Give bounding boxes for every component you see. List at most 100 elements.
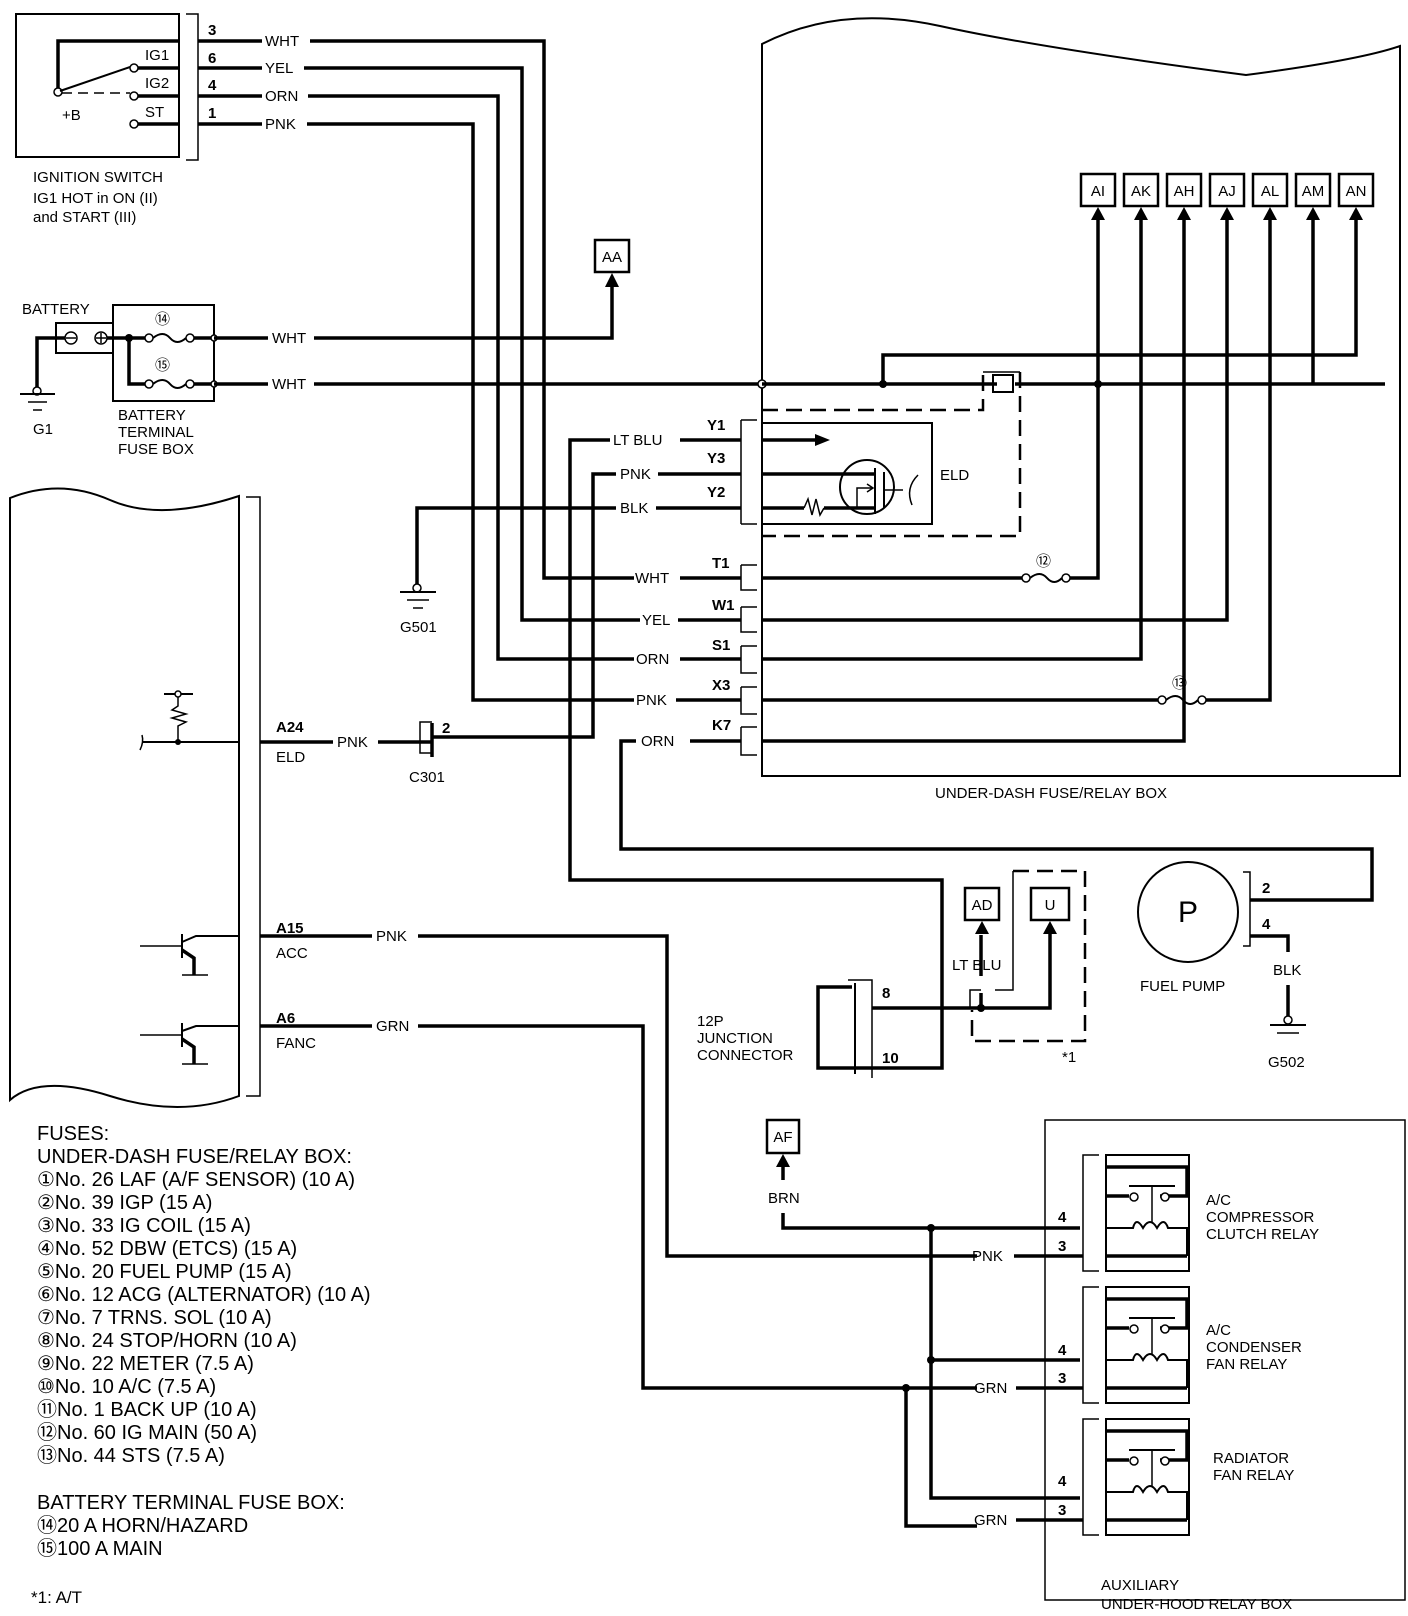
pin-4: 4	[208, 77, 217, 94]
diagram-rect	[1251, 172, 1289, 208]
diagram-label: AH	[1174, 183, 1195, 200]
diagram-circle	[129, 63, 139, 73]
diagram-rect	[1337, 172, 1375, 208]
battery-label: BATTERY	[22, 301, 90, 318]
diagram-label: UNDER-HOOD RELAY BOX	[1101, 1596, 1292, 1613]
diagram-label: X3	[712, 677, 730, 694]
diagram-circle	[129, 119, 139, 129]
diagram-path	[415, 506, 616, 585]
diagram-label: FUEL PUMP	[1140, 978, 1225, 995]
diagram-path	[419, 721, 432, 754]
connector-ah: AH	[1165, 172, 1203, 220]
diagram-polygon	[776, 1154, 790, 1167]
connector-aa: AA	[593, 238, 631, 287]
at-dashed-box	[970, 869, 1087, 1043]
diagram-path	[181, 1025, 239, 1032]
legend-underdash-title: UNDER-DASH FUSE/RELAY BOX:	[37, 1146, 352, 1168]
underdash-wire-pnk: PNK	[636, 692, 667, 709]
diagram-path	[1165, 695, 1199, 705]
diagram-label: 4	[1058, 1209, 1067, 1226]
wire-orn: ORN	[265, 88, 298, 105]
diagram-path	[432, 472, 616, 739]
ignition-wires: WHT YEL ORN PNK	[198, 33, 640, 702]
diagram-path	[816, 985, 852, 1070]
diagram-circle	[1157, 695, 1167, 705]
diagram-path	[181, 1037, 196, 1064]
ecm-module: A24 ELD PNK 2 C301 A15 ACC PNK A6 FANC G…	[9, 487, 977, 1390]
ecm-pin-a24-name: ELD	[276, 749, 305, 766]
legend-title: FUSES:	[37, 1123, 109, 1145]
underdash-label: UNDER-DASH FUSE/RELAY BOX	[935, 785, 1167, 802]
diagram-circle	[144, 333, 154, 343]
diagram-path	[418, 1024, 977, 1390]
diagram-path	[761, 17, 1401, 777]
connector-aj: AJ	[1208, 172, 1246, 220]
connector-af: AF BRN	[765, 1118, 1080, 1528]
diagram-label: JUNCTION	[697, 1030, 773, 1047]
diagram-circle	[129, 91, 139, 101]
diagram-polygon	[975, 921, 989, 934]
diagram-polygon	[1177, 207, 1191, 220]
diagram-path	[310, 39, 634, 580]
connector-ak: AK	[1122, 172, 1160, 220]
diagram-circle	[1061, 573, 1071, 583]
diagram-path	[9, 487, 240, 1108]
diagram-circle	[1283, 1015, 1293, 1025]
diagram-path	[619, 739, 1374, 902]
diagram-path	[418, 934, 977, 1258]
eld-wire-blk: BLK	[620, 500, 648, 517]
diagram-path	[181, 935, 239, 943]
diagram-label: AF	[773, 1129, 792, 1146]
diagram-polygon	[1349, 207, 1363, 220]
fuse-box-label-1: BATTERY	[118, 407, 186, 424]
diagram-rect	[593, 238, 631, 274]
eld-label: ELD	[940, 467, 969, 484]
wire-wht: WHT	[265, 33, 299, 50]
fuse-12-label: ⑫	[1036, 553, 1051, 570]
relay-1-wire: PNK	[972, 1248, 1003, 1265]
diagram-circle	[839, 459, 895, 515]
diagram-label: AM	[1302, 183, 1325, 200]
diagram-label: 12P	[697, 1013, 724, 1030]
diagram-rect	[963, 886, 1001, 922]
diagram-path	[762, 372, 1022, 538]
diagram-circle	[1129, 1192, 1139, 1202]
diagram-path	[1106, 1297, 1189, 1330]
connector-an: AN	[1337, 172, 1375, 220]
diagram-rect	[1105, 1418, 1190, 1536]
junction-connector: 8 10 12P JUNCTION CONNECTOR	[697, 871, 1052, 1078]
ground-g1: G1	[33, 421, 53, 438]
diagram-polygon	[1306, 207, 1320, 220]
diagram-polygon	[1091, 207, 1105, 220]
diagram-path	[1082, 1418, 1099, 1536]
relay-ac-compressor: A/C COMPRESSOR CLUTCH RELAY 4 3 PNK	[972, 1154, 1319, 1272]
diagram-path	[740, 606, 757, 633]
diagram-label: AN	[1346, 183, 1367, 200]
diagram-rect	[1208, 172, 1246, 208]
diagram-label: AI	[1091, 183, 1105, 200]
diagram-circle	[1129, 1324, 1139, 1334]
diagram-label: 3	[1058, 1502, 1066, 1519]
diagram-circle	[1021, 573, 1031, 583]
diagram-circle	[1160, 1324, 1170, 1334]
underdash-wire-wht: WHT	[635, 570, 669, 587]
underdash-internal: ⑫ ⑬	[762, 218, 1385, 743]
ecm-pin-a24: A24	[276, 719, 304, 736]
diagram-path	[35, 336, 65, 388]
wire-pnk: PNK	[265, 116, 296, 133]
fuse-6: ⑥No. 12 ACG (ALTERNATOR) (10 A)	[37, 1284, 371, 1306]
ground-g501: G501	[400, 619, 437, 636]
fuse-box-label-3: FUSE BOX	[118, 441, 194, 458]
diagram-label: AA	[602, 249, 622, 266]
diagram-path	[1029, 573, 1063, 583]
connector-am: AM	[1294, 172, 1332, 220]
eld-module: ELD Y1 Y3 Y2 LT BLU PNK BLK G501	[400, 417, 969, 1070]
diagram-label: A/C	[1206, 1192, 1231, 1209]
fuse-8: ⑧No. 24 STOP/HORN (10 A)	[37, 1330, 297, 1352]
eld-wire-pnk: PNK	[620, 466, 651, 483]
fuse-15: ⑮100 A MAIN	[37, 1537, 163, 1560]
fuse-legend: FUSES: UNDER-DASH FUSE/RELAY BOX: ①No. 2…	[31, 1123, 371, 1607]
diagram-path	[56, 39, 179, 95]
ecm-wire-a6: GRN	[376, 1018, 409, 1035]
diagram-label: BLK	[1273, 962, 1301, 979]
